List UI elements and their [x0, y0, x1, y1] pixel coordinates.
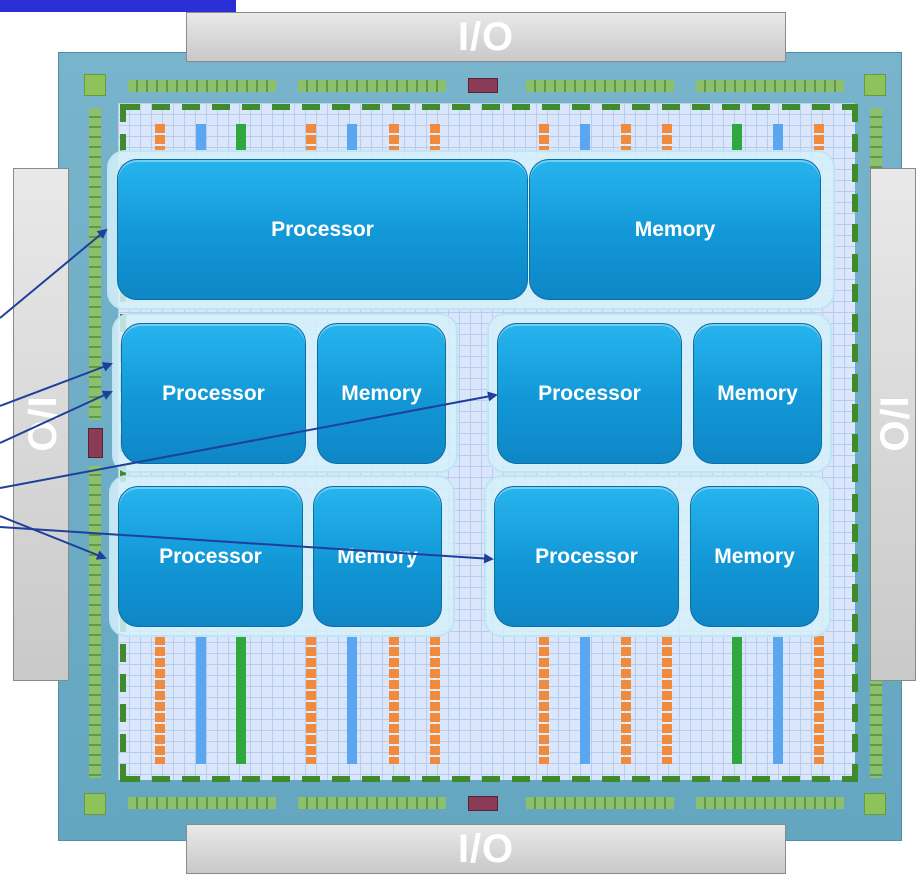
- processor-block-middle-right[interactable]: Processor: [497, 323, 682, 464]
- corner-pad-top-left: [84, 74, 106, 96]
- bram-column: [580, 124, 590, 150]
- dsp-column: [662, 636, 672, 764]
- corner-pad-bottom-left: [84, 793, 106, 815]
- clock-column: [236, 636, 246, 764]
- dsp-column: [155, 636, 165, 764]
- connection-arrow: [0, 362, 113, 407]
- bram-column: [347, 124, 357, 150]
- clock-ring-right: [852, 104, 858, 782]
- io-pad-row-top: [128, 80, 276, 92]
- io-pad-column-left: [89, 466, 101, 778]
- io-marker-bottom: [468, 796, 498, 811]
- io-pad-row-bottom: [298, 797, 446, 809]
- io-pad-row-bottom: [526, 797, 674, 809]
- connection-arrow: [0, 228, 108, 319]
- connection-arrow: [0, 515, 107, 560]
- clock-column: [732, 124, 742, 150]
- bram-column: [580, 636, 590, 764]
- dsp-column: [814, 636, 824, 764]
- processor-label: Processor: [271, 217, 374, 241]
- processor-block-bottom-right[interactable]: Processor: [494, 486, 679, 627]
- dsp-column: [155, 124, 165, 150]
- memory-block-middle-left[interactable]: Memory: [317, 323, 446, 464]
- memory-label: Memory: [634, 217, 716, 241]
- memory-block-middle-right[interactable]: Memory: [693, 323, 822, 464]
- processor-block-bottom-left[interactable]: Processor: [118, 486, 303, 627]
- bram-column: [773, 124, 783, 150]
- io-bank-top: I/O: [186, 12, 786, 62]
- io-marker-top: [468, 78, 498, 93]
- clock-ring-bottom: [122, 776, 855, 782]
- dsp-column: [662, 124, 672, 150]
- dsp-column: [430, 636, 440, 764]
- processor-label: Processor: [538, 381, 641, 405]
- memory-block-bottom-left[interactable]: Memory: [313, 486, 442, 627]
- dsp-column: [621, 636, 631, 764]
- io-pad-row-bottom: [128, 797, 276, 809]
- dsp-column: [389, 124, 399, 150]
- io-pad-row-top: [696, 80, 844, 92]
- processor-label: Processor: [535, 544, 638, 568]
- connection-arrow: [0, 390, 113, 444]
- memory-block-bottom-right[interactable]: Memory: [690, 486, 819, 627]
- io-bank-bottom: I/O: [186, 824, 786, 874]
- clock-column: [732, 636, 742, 764]
- corner-pad-bottom-right: [864, 793, 886, 815]
- clock-ring-top: [122, 104, 855, 110]
- io-pad-row-top: [526, 80, 674, 92]
- dsp-column: [814, 124, 824, 150]
- bram-column: [773, 636, 783, 764]
- clock-column: [236, 124, 246, 150]
- io-label-top: I/O: [457, 14, 515, 59]
- processor-block-top[interactable]: Processor: [117, 159, 528, 300]
- dsp-column: [621, 124, 631, 150]
- processor-block-middle-left[interactable]: Processor: [121, 323, 306, 464]
- memory-block-top[interactable]: Memory: [529, 159, 821, 300]
- io-marker-left: [88, 428, 103, 458]
- connection-arrow: [0, 526, 494, 564]
- bram-column: [196, 636, 206, 764]
- corner-pad-top-right: [864, 74, 886, 96]
- dsp-column: [306, 124, 316, 150]
- io-pad-column-left: [89, 108, 101, 420]
- memory-label: Memory: [714, 544, 795, 568]
- io-pad-row-top: [298, 80, 446, 92]
- dsp-column: [389, 636, 399, 764]
- processor-label: Processor: [159, 544, 262, 568]
- connection-arrow: [0, 391, 498, 489]
- io-pad-row-bottom: [696, 797, 844, 809]
- bram-column: [196, 124, 206, 150]
- io-label-bottom: I/O: [457, 826, 515, 871]
- memory-label: Memory: [717, 381, 798, 405]
- memory-label: Memory: [341, 381, 422, 405]
- bram-column: [347, 636, 357, 764]
- dsp-column: [306, 636, 316, 764]
- dsp-column: [539, 636, 549, 764]
- dsp-column: [430, 124, 440, 150]
- corner-accent-bar: [0, 0, 236, 12]
- io-bank-right: I/O: [870, 168, 916, 681]
- dsp-column: [539, 124, 549, 150]
- processor-label: Processor: [162, 381, 265, 405]
